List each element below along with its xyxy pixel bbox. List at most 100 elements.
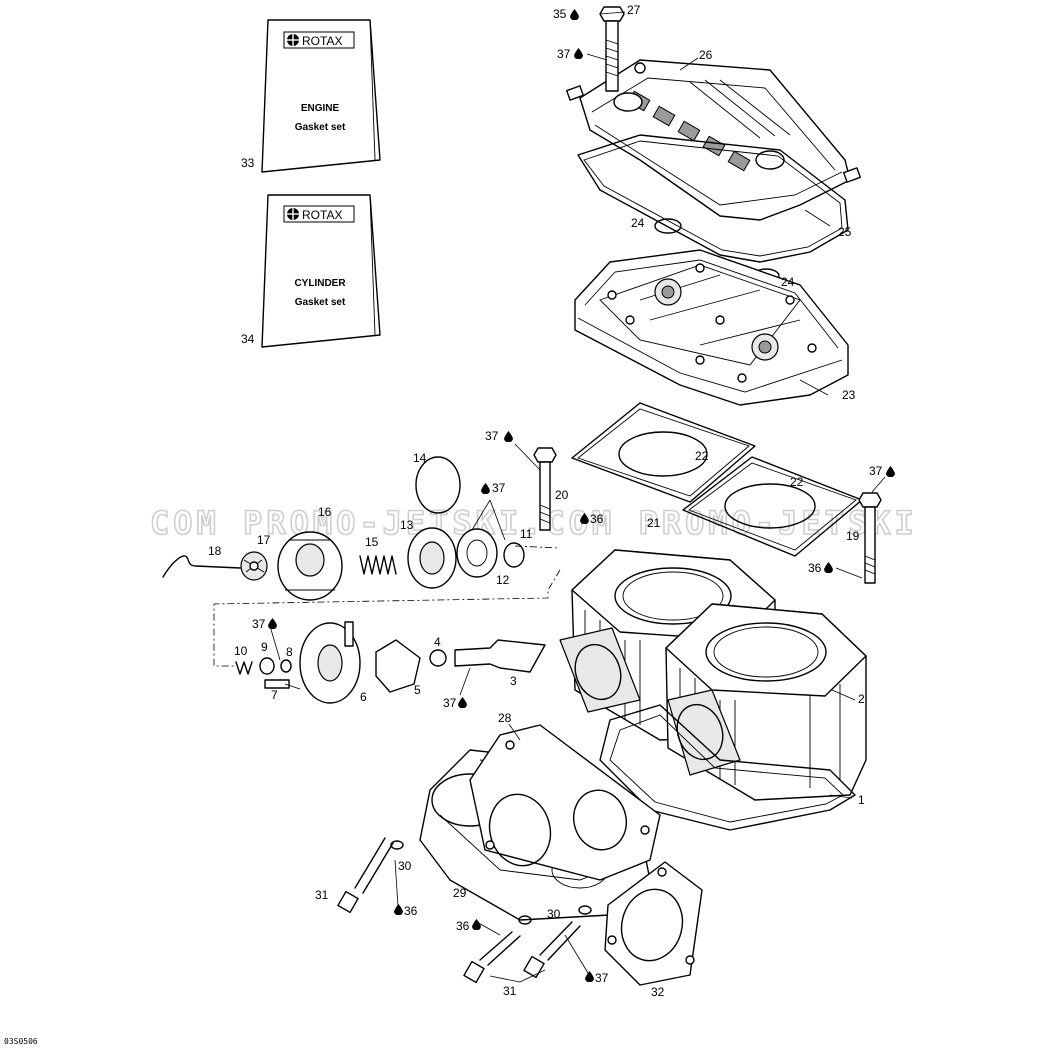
- part-number: 36: [456, 919, 470, 933]
- part-number: 21: [647, 516, 661, 530]
- cylinder-bolt: [533, 447, 557, 531]
- cover-gasket: [375, 639, 421, 693]
- drawing-code: 03S0506: [4, 1037, 38, 1046]
- o-ring: [429, 649, 447, 667]
- part-number: 8: [286, 645, 293, 659]
- part-number: 1: [858, 793, 865, 807]
- part-number: 20: [555, 488, 569, 502]
- part-number: 31: [315, 888, 329, 902]
- exhaust-outlet-gasket: [604, 861, 703, 986]
- part-number: 34: [241, 332, 255, 346]
- sealant-drop-icon: [570, 9, 579, 20]
- part-number: 29: [453, 886, 467, 900]
- part-number: 14: [413, 451, 427, 465]
- kit-subtitle: Gasket set: [295, 297, 346, 308]
- part-number: 37: [869, 464, 883, 478]
- part-number: 23: [842, 388, 856, 402]
- pump-seal-part: [407, 527, 457, 589]
- part-number: 11: [520, 527, 533, 541]
- rotax-logo-icon: [287, 208, 299, 220]
- part-number: 9: [261, 640, 268, 654]
- part-number: 19: [846, 529, 860, 543]
- part-number: 22: [790, 475, 804, 489]
- part-number: 36: [404, 904, 418, 918]
- cylinder-gasket-kit: ROTAX CYLINDER Gasket set: [261, 194, 381, 348]
- part-number: 37: [443, 696, 457, 710]
- sealant-drop-icon: [504, 431, 513, 442]
- exhaust-bolt: [337, 837, 394, 914]
- head-gasket: [571, 402, 756, 503]
- exhaust-bolt: [523, 921, 581, 979]
- water-pump-cover: [299, 621, 361, 704]
- part-number: 37: [252, 617, 266, 631]
- head-cover-part: [566, 59, 861, 221]
- part-number: 2: [858, 692, 865, 706]
- part-number: 22: [695, 449, 709, 463]
- head-cover-bolt: [599, 6, 625, 92]
- o-ring: [280, 659, 292, 673]
- part-number: 31: [503, 984, 517, 998]
- head-cover-gasket: [577, 134, 849, 263]
- part-number: 17: [257, 533, 271, 547]
- sealant-drop-icon: [472, 919, 481, 930]
- o-ring: [503, 542, 525, 568]
- part-number: 35: [553, 7, 567, 21]
- part-number: 13: [400, 518, 414, 532]
- water-fitting-part: [454, 639, 546, 673]
- part-number: 4: [434, 635, 441, 649]
- part-number: 24: [781, 275, 795, 289]
- exhaust-bolt: [463, 931, 521, 984]
- part-number: 36: [808, 561, 822, 575]
- leader-lines: [269, 11, 886, 983]
- part-number: 12: [496, 573, 510, 587]
- part-number: 3: [510, 674, 517, 688]
- pump-spring: [235, 661, 253, 675]
- part-number: 5: [414, 683, 421, 697]
- sealant-drop-icon: [824, 562, 833, 573]
- kit-title: ENGINE: [301, 103, 340, 114]
- part-number: 32: [651, 985, 665, 999]
- lock-washer: [390, 840, 404, 850]
- exhaust-flange-gasket: [469, 724, 661, 881]
- part-number: 15: [365, 535, 379, 549]
- kit-brand: ROTAX: [302, 34, 342, 48]
- assembly-path: [213, 545, 561, 667]
- part-number: 30: [547, 907, 561, 921]
- part-number: 30: [398, 859, 412, 873]
- kit-subtitle: Gasket set: [295, 122, 346, 133]
- part-number: 16: [318, 505, 332, 519]
- sealant-drop-icon: [481, 483, 490, 494]
- sealant-drop-icon: [458, 697, 467, 708]
- part-number: 24: [631, 216, 645, 230]
- part-number: 26: [699, 48, 713, 62]
- part-number: 37: [492, 481, 506, 495]
- sealant-drop-icon: [394, 904, 403, 915]
- pump-housing-part: [277, 531, 343, 601]
- cylinder-part: [665, 603, 867, 801]
- cylinder-base-gasket: [599, 704, 856, 831]
- part-number: 33: [241, 156, 255, 170]
- impeller-part: [240, 551, 268, 581]
- part-number: 25: [838, 225, 852, 239]
- part-number: 36: [590, 512, 604, 526]
- kit-brand: ROTAX: [302, 208, 342, 222]
- lock-washer: [518, 915, 532, 925]
- sealant-drop-icon: [268, 618, 277, 629]
- cylinder-exhaust-port: [559, 627, 641, 713]
- sealant-drop-icon: [886, 466, 895, 477]
- cylinder-bolt: [858, 492, 882, 584]
- cylinder-head-part: [574, 249, 849, 406]
- sealant-drop-icon: [574, 48, 583, 59]
- kit-title: CYLINDER: [294, 278, 346, 289]
- spring-clip: [162, 555, 241, 578]
- lock-washer: [578, 905, 592, 915]
- part-number: 28: [498, 711, 512, 725]
- part-number-labels: 33 34 35 27 37 26 24 25 24 23 37 22 37 1…: [208, 3, 883, 999]
- watermark-text: COM PROMO-JETSKI.COM PROMO-JETSKI: [150, 504, 918, 542]
- part-number: 18: [208, 544, 222, 558]
- part-number: 37: [557, 47, 571, 61]
- o-ring: [415, 456, 461, 514]
- rotax-logo-icon: [287, 34, 299, 46]
- part-number: 27: [627, 3, 641, 17]
